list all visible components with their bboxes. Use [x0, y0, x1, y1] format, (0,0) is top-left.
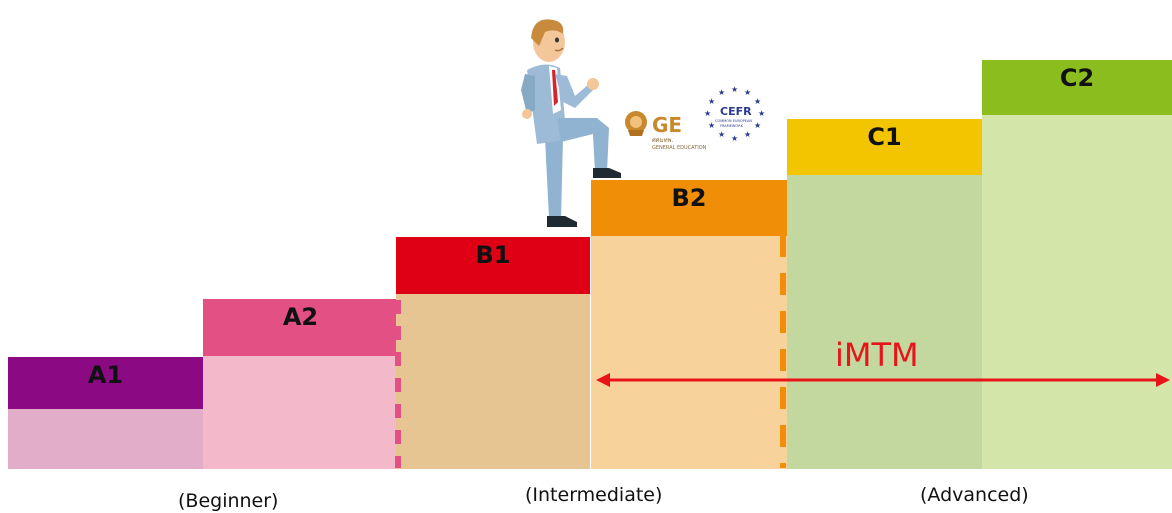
level-a2-cap: A2 — [203, 299, 398, 356]
level-c1-label: C1 — [867, 123, 902, 151]
level-a2-label: A2 — [282, 303, 319, 331]
level-a2-body — [203, 356, 398, 469]
level-c2-label: C2 — [1059, 64, 1095, 92]
ge-logo-title: GE — [652, 113, 682, 137]
svg-text:★: ★ — [731, 85, 738, 94]
level-b1-label: B1 — [475, 241, 511, 269]
svg-text:★: ★ — [744, 130, 751, 139]
svg-text:★: ★ — [718, 130, 725, 139]
level-b2-step: B2 — [591, 180, 787, 469]
level-c2-body — [982, 115, 1172, 469]
level-b2-label: B2 — [671, 184, 707, 212]
imtm-label: iMTM — [835, 336, 919, 374]
level-c1-body — [787, 175, 982, 469]
arrow-head-left — [596, 373, 610, 387]
level-c2-step: C2 — [982, 60, 1172, 469]
arrow-head-right — [1156, 373, 1170, 387]
ge-logo: GE ศศมทพ. GENERAL EDUCATION — [622, 108, 712, 152]
ge-logo-subtitle-1: ศศมทพ. — [652, 137, 673, 144]
group-label-beginner: (Beginner) — [178, 490, 279, 512]
svg-text:★: ★ — [754, 97, 761, 106]
ge-logo-icon: GE ศศมทพ. GENERAL EDUCATION — [625, 111, 707, 151]
svg-text:★: ★ — [718, 88, 725, 97]
svg-text:★: ★ — [708, 97, 715, 106]
cefr-logo-subtitle-1: COMMON EUROPEAN — [715, 119, 752, 123]
svg-text:★: ★ — [704, 109, 711, 118]
group-label-advanced: (Advanced) — [920, 484, 1029, 506]
level-c2-cap: C2 — [982, 60, 1172, 115]
level-c1-cap: C1 — [787, 119, 982, 175]
group-label-intermediate: (Intermediate) — [525, 484, 663, 506]
level-b2-cap: B2 — [591, 180, 787, 236]
level-a1-cap: A1 — [8, 357, 203, 409]
level-a1-step: A1 — [8, 357, 203, 469]
cefr-logo: ★ ★ ★ ★ ★ ★ ★ ★ ★ ★ ★ ★ CEFR COMMON EURO… — [702, 84, 768, 146]
level-b1-step: B1 — [396, 237, 590, 469]
level-a2-step: A2 — [203, 299, 398, 469]
svg-text:★: ★ — [744, 88, 751, 97]
svg-text:★: ★ — [758, 109, 765, 118]
ge-logo-subtitle-2: GENERAL EDUCATION — [652, 145, 707, 151]
svg-text:★: ★ — [731, 134, 738, 143]
level-b2-body — [591, 236, 787, 469]
businessman-climbing-illustration — [521, 19, 621, 227]
level-a1-body — [8, 409, 203, 469]
cefr-logo-title: CEFR — [720, 105, 752, 118]
level-b1-cap: B1 — [396, 237, 590, 294]
level-a1-label: A1 — [87, 361, 124, 389]
svg-text:★: ★ — [754, 121, 761, 130]
cefr-eu-stars-logo-icon: ★ ★ ★ ★ ★ ★ ★ ★ ★ ★ ★ ★ CEFR COMMON EURO… — [704, 85, 765, 143]
level-c1-step: C1 — [787, 119, 982, 469]
cefr-logo-subtitle-2: FRAMEWORK — [720, 124, 744, 128]
level-b1-body — [396, 294, 590, 469]
svg-text:★: ★ — [708, 121, 715, 130]
